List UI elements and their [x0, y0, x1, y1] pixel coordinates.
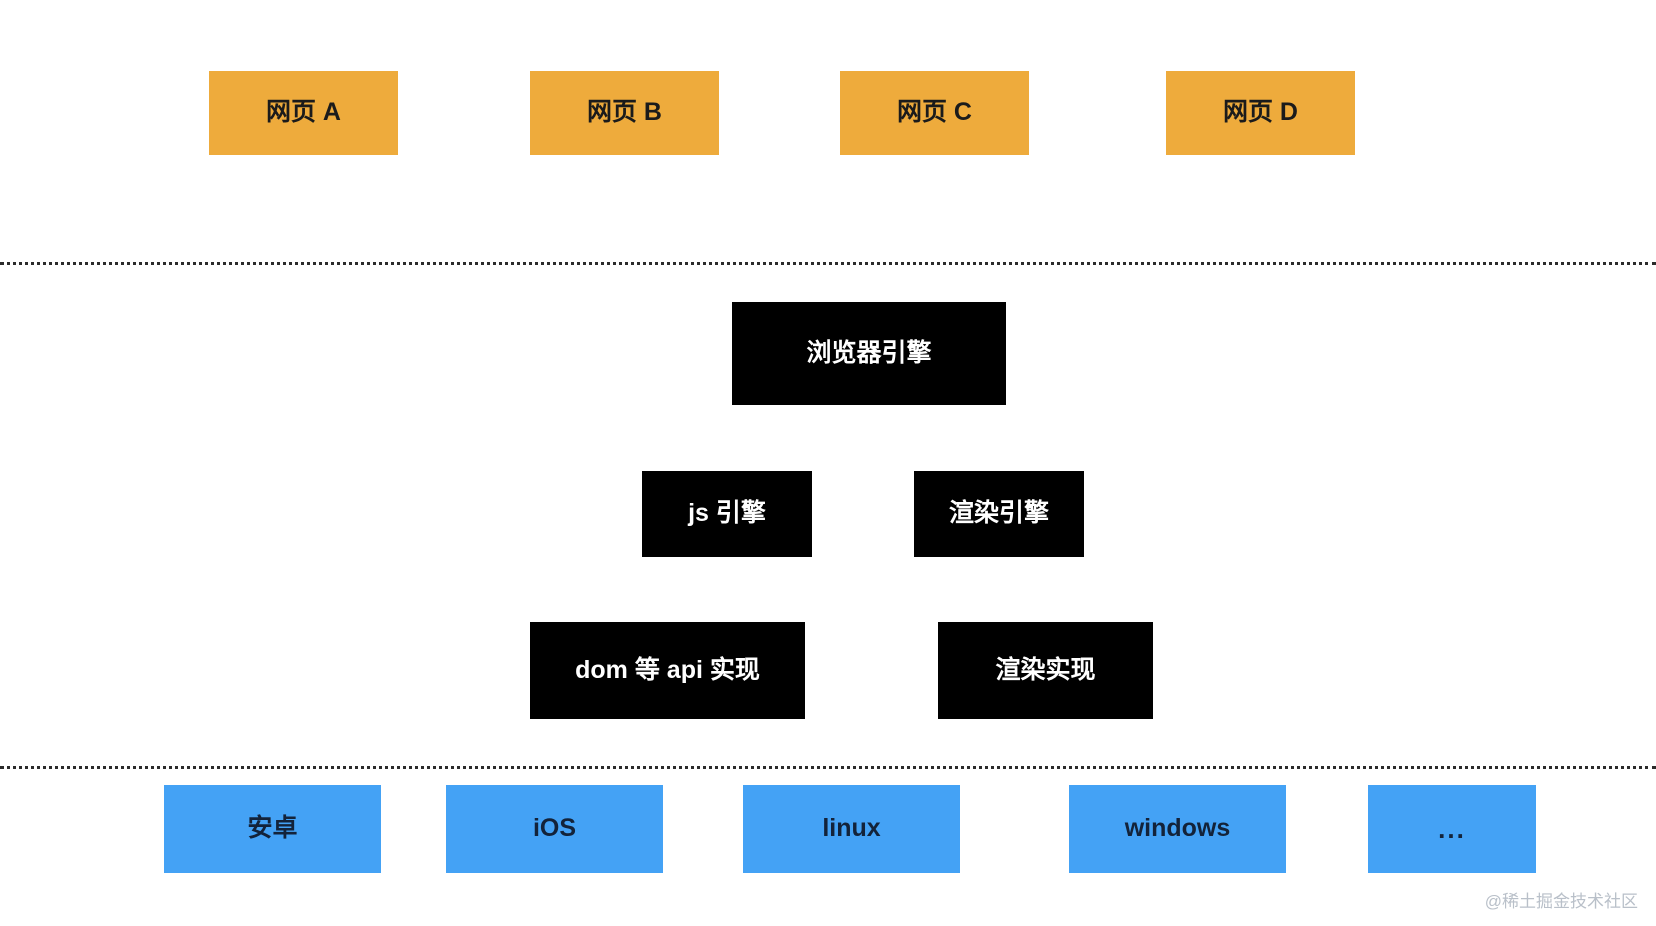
render-engine-node: 渲染引擎 [914, 471, 1084, 557]
platform-node-windows: windows [1069, 785, 1286, 873]
platform-node-windows-label: windows [1124, 814, 1231, 843]
js-engine-label: js 引擎 [688, 499, 766, 528]
page-node-b: 网页 B [530, 71, 719, 155]
page-node-c-label: 网页 C [896, 98, 972, 127]
browser-engine-node: 浏览器引擎 [732, 302, 1006, 405]
divider-pages-engines [0, 262, 1656, 265]
divider-engines-platforms [0, 766, 1656, 769]
watermark-text: @稀土掘金技术社区 [1484, 892, 1638, 911]
platform-node-more: ... [1368, 785, 1536, 873]
platform-node-linux: linux [743, 785, 960, 873]
page-node-b-label: 网页 B [586, 98, 662, 127]
js-engine-node: js 引擎 [642, 471, 812, 557]
platform-node-linux-label: linux [822, 814, 881, 843]
render-impl-label: 渲染实现 [995, 655, 1096, 684]
platform-node-ios-label: iOS [532, 814, 577, 843]
page-node-d-label: 网页 D [1222, 98, 1298, 127]
browser-engine-label: 浏览器引擎 [806, 338, 932, 367]
page-node-c: 网页 C [840, 71, 1029, 155]
platform-node-android: 安卓 [164, 785, 381, 873]
page-node-a-label: 网页 A [265, 98, 341, 127]
dom-api-impl-node: dom 等 api 实现 [530, 622, 805, 719]
platform-node-android-label: 安卓 [247, 814, 298, 843]
page-node-d: 网页 D [1166, 71, 1355, 155]
render-engine-label: 渲染引擎 [948, 499, 1049, 528]
platform-node-ios: iOS [446, 785, 663, 873]
page-node-a: 网页 A [209, 71, 398, 155]
platform-node-more-label: ... [1438, 813, 1466, 844]
dom-api-impl-label: dom 等 api 实现 [575, 655, 760, 684]
render-impl-node: 渲染实现 [938, 622, 1153, 719]
